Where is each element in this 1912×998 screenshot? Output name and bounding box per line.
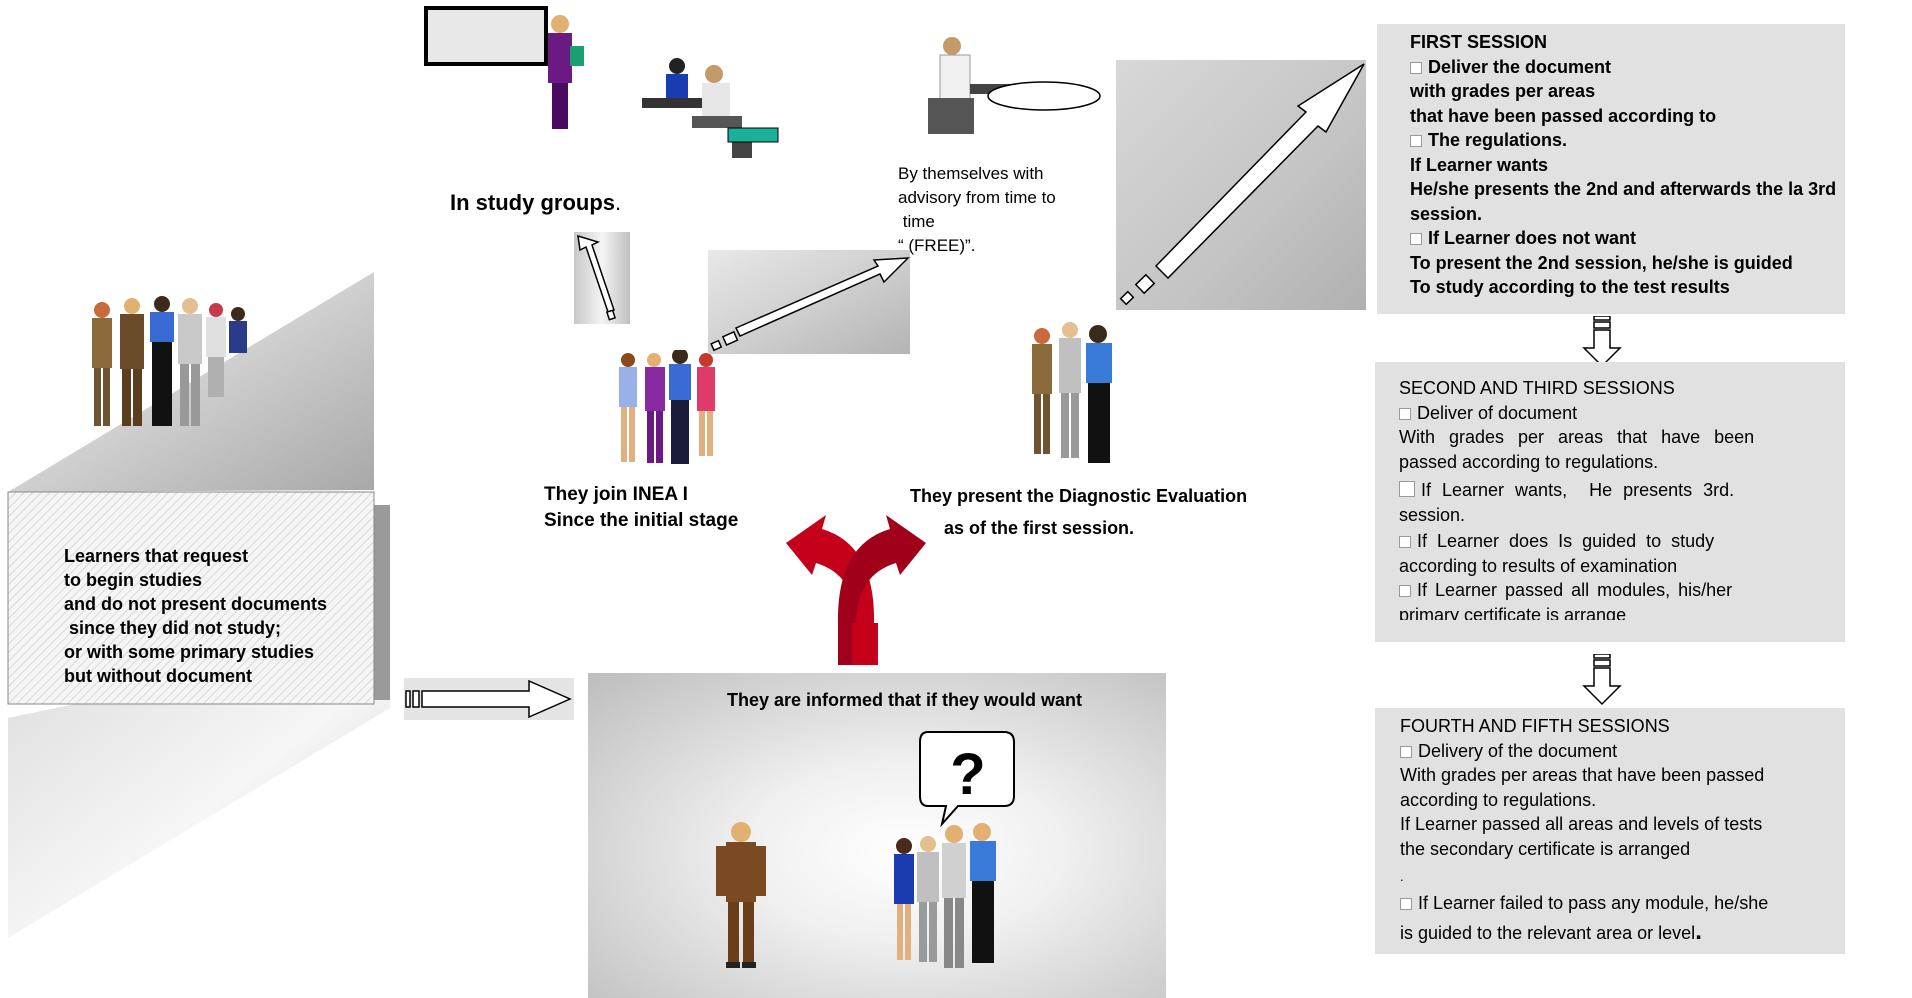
person-figure [150, 296, 174, 426]
second-third-line: according to results of examination [1399, 555, 1678, 576]
first-session-line: If Learner does not want [1410, 226, 1836, 251]
study-groups-label: In study groups. [450, 190, 621, 216]
bullet-square-icon [1399, 536, 1411, 548]
first-session-title: FIRST SESSION [1410, 32, 1548, 52]
diagnostic-group-illustration [1032, 322, 1112, 463]
down-arrow-1 [1582, 316, 1622, 368]
join-line: Since the initial stage [544, 510, 739, 531]
bullet-square-icon [1410, 233, 1422, 245]
bullet-square-icon [1399, 585, 1411, 597]
informed-panel [588, 673, 1166, 998]
by-themselves-text: By themselves with advisory from time to… [898, 162, 1056, 258]
person-figure [92, 302, 112, 426]
by-themselves-line: advisory from time to [898, 188, 1056, 207]
informed-text: They are informed that if they would wan… [727, 690, 1083, 710]
second-third-line: session. [1399, 504, 1466, 525]
second-third-line: passed according to regulations. [1399, 451, 1659, 472]
bullet-square-icon [1399, 481, 1415, 497]
study-groups-suffix: . [615, 190, 622, 215]
fourth-fifth-line: With grades per areas that have been pas… [1400, 765, 1765, 785]
second-third-line: Deliver of document [1399, 401, 1823, 426]
arrow-to-first-session [1116, 60, 1366, 310]
second-third-line: If Learner does Is guided to study [1399, 529, 1823, 554]
self-study-illustration [928, 37, 1101, 134]
first-session-line: that have been passed according to [1410, 105, 1717, 126]
person-figure [178, 298, 202, 426]
study-desk-illustration [642, 58, 779, 158]
bullet-square-icon [1410, 61, 1422, 74]
first-session-line: To present the 2nd session, he/she is gu… [1410, 252, 1793, 273]
left-box-line: to begin studies [64, 570, 203, 590]
right-arrow-to-center [404, 678, 574, 720]
by-themselves-line: time [898, 212, 935, 231]
person-figure [206, 303, 226, 397]
diagnostic-text: They present the Diagnostic Evaluation a… [910, 480, 1247, 544]
bullet-square-icon [1400, 745, 1412, 758]
diagnostic-line: as of the first session. [944, 518, 1135, 538]
by-themselves-line: “ (FREE)”. [898, 236, 976, 255]
first-session-text: FIRST SESSION Deliver the document with … [1410, 30, 1836, 300]
by-themselves-line: By themselves with [898, 164, 1044, 183]
man-figure-illustration [716, 822, 766, 968]
second-third-line: With grades per areas that have been [1399, 427, 1755, 447]
fourth-fifth-text: FOURTH AND FIFTH SESSIONS Delivery of th… [1400, 714, 1768, 945]
question-speech-bubble: ? [919, 731, 1015, 828]
fourth-fifth-line: If Learner failed to pass any module, he… [1400, 891, 1768, 916]
fourth-fifth-line: according to regulations. [1400, 789, 1597, 810]
left-ramp-shape [7, 272, 390, 938]
bullet-square-icon [1399, 407, 1411, 420]
second-third-panel: SECOND AND THIRD SESSIONS Deliver of doc… [1375, 362, 1845, 642]
fourth-fifth-line: Delivery of the document [1400, 739, 1768, 764]
join-group-illustration [619, 350, 715, 464]
arrow-to-self-study [708, 250, 910, 354]
group-figure-illustration [894, 823, 996, 968]
join-text: They join INEA I Since the initial stage [544, 482, 738, 534]
join-line: They join INEA I [544, 484, 688, 505]
left-box-line: and do not present documents [64, 594, 328, 614]
second-third-line: If Learner wants, He presents 3rd. [1399, 478, 1823, 503]
second-third-line: primary certificate is arrange [1399, 604, 1627, 625]
left-box-line: or with some primary studies [64, 642, 315, 662]
first-session-line: with grades per areas [1410, 81, 1596, 101]
first-session-panel [1377, 24, 1845, 314]
first-session-line: He/she presents the 2nd and afterwards t… [1410, 179, 1837, 199]
second-third-line: If Learner passed all modules, his/her [1399, 578, 1823, 603]
person-figure [120, 298, 144, 426]
first-session-line: session. [1410, 203, 1483, 224]
first-session-line: To study according to the test results [1410, 277, 1730, 297]
left-box-line: Learners that request [64, 546, 249, 566]
fourth-fifth-line: . [1400, 869, 1404, 884]
second-third-title: SECOND AND THIRD SESSIONS [1399, 378, 1675, 398]
down-arrow-2 [1582, 654, 1622, 706]
fourth-fifth-line: is guided to the relevant area or level. [1400, 917, 1702, 945]
bullet-square-icon [1410, 135, 1422, 147]
first-session-line: Deliver the document [1410, 55, 1836, 80]
split-arrow-red [786, 515, 926, 665]
fourth-fifth-title: FOURTH AND FIFTH SESSIONS [1400, 716, 1670, 736]
fourth-fifth-line: the secondary certificate is arranged [1400, 838, 1691, 859]
second-third-text: SECOND AND THIRD SESSIONS Deliver of doc… [1399, 376, 1823, 627]
person-figure [229, 307, 247, 353]
second-third-clip-band [1375, 620, 1845, 642]
bullet-square-icon [1400, 898, 1412, 910]
fourth-fifth-line: If Learner passed all areas and levels o… [1400, 814, 1763, 834]
fourth-fifth-panel [1375, 708, 1845, 954]
study-groups-text: In study groups [450, 190, 615, 215]
first-session-line: The regulations. [1410, 128, 1836, 153]
left-box-text: Learners that request to begin studies a… [64, 544, 327, 688]
diagnostic-line: They present the Diagnostic Evaluation [910, 486, 1248, 506]
presentation-board-illustration [424, 6, 584, 129]
arrow-to-study-groups [574, 232, 630, 324]
first-session-line: If Learner wants [1410, 154, 1549, 175]
question-glyph: ? [950, 742, 985, 807]
left-box-line: since they did not study; [64, 618, 282, 638]
left-box-line: but without document [64, 666, 252, 686]
people-group-illustration [92, 296, 247, 426]
